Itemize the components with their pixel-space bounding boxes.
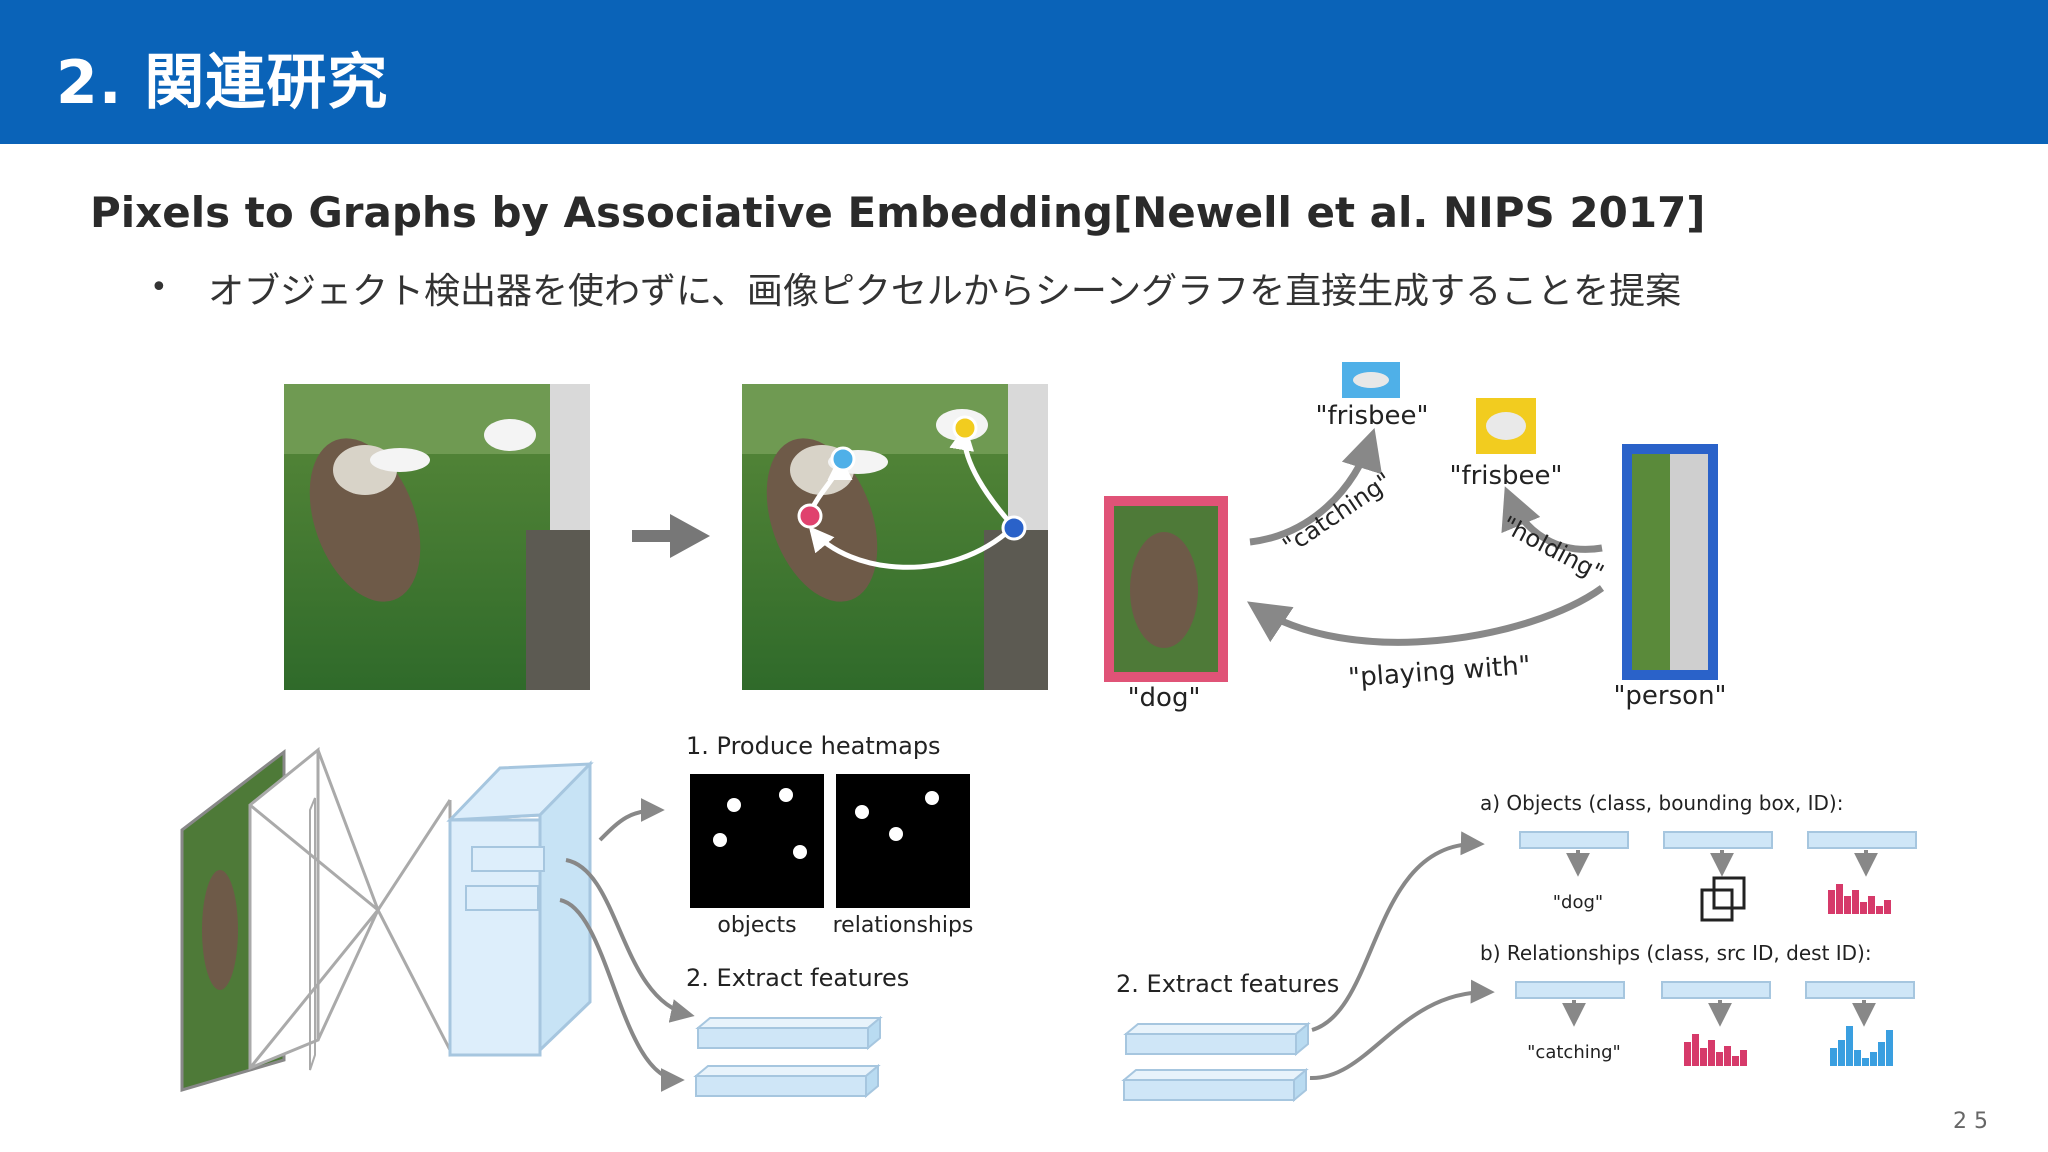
- node-dog: "dog": [1128, 683, 1201, 713]
- label-objects: objects: [717, 913, 796, 938]
- bounding-box-icon: [1700, 876, 1746, 922]
- feature-bars-right: [1121, 831, 1495, 1103]
- edge-playing-with: [1247, 585, 1605, 646]
- heatmaps-title: 1. Produce heatmaps: [686, 732, 941, 760]
- edge-holding: [1501, 486, 1603, 553]
- relationships-heading: b) Relationships (class, src ID, dest ID…: [1480, 941, 1872, 965]
- object-outputs: "dog": [1519, 831, 1917, 922]
- relationships-heatmap: [836, 774, 970, 908]
- feature-bars-left: [693, 1015, 883, 1099]
- network-diagram: [180, 746, 695, 1093]
- label-catching: "catching": [1278, 467, 1397, 560]
- relationship-outputs: "catching": [1515, 981, 1915, 1066]
- node-frisbee: "frisbee": [1449, 461, 1562, 491]
- edge-catching: [1249, 427, 1382, 546]
- node-person: "person": [1613, 681, 1726, 711]
- slide-title: 2. 関連研究: [56, 48, 389, 118]
- objects-heatmap: [690, 774, 824, 908]
- paper-title: Pixels to Graphs by Associative Embeddin…: [90, 188, 1706, 237]
- label-relationships: relationships: [833, 913, 974, 938]
- title-bar: 2. 関連研究: [0, 0, 2048, 144]
- objects-heading: a) Objects (class, bounding box, ID):: [1480, 791, 1843, 815]
- node-frisbee-top: "frisbee": [1315, 401, 1428, 431]
- extract-features-left: 2. Extract features: [686, 964, 909, 992]
- bullet-text: オブジェクト検出器を使わずに、画像ピクセルからシーングラフを直接生成することを提…: [208, 271, 1682, 312]
- bullet-marker: •: [150, 270, 168, 305]
- extract-features-right: 2. Extract features: [1116, 970, 1339, 998]
- arrow-icon: [632, 514, 710, 558]
- method-figure: "frisbee" "frisbee" "dog" "person" "catc…: [180, 362, 1917, 1103]
- page-number: 2 5: [1953, 1109, 1988, 1134]
- label-playing-with: "playing with": [1347, 651, 1531, 694]
- scene-graph: "frisbee" "frisbee" "dog" "person" "catc…: [1104, 362, 1727, 713]
- input-photo: [284, 384, 590, 690]
- object-class-value: "dog": [1553, 892, 1603, 913]
- relationship-class-value: "catching": [1527, 1042, 1621, 1063]
- object-id-histogram: [1828, 884, 1891, 914]
- source-id-histogram: [1684, 1034, 1747, 1066]
- embedding-photo: [742, 384, 1048, 690]
- dest-id-histogram: [1830, 1026, 1893, 1066]
